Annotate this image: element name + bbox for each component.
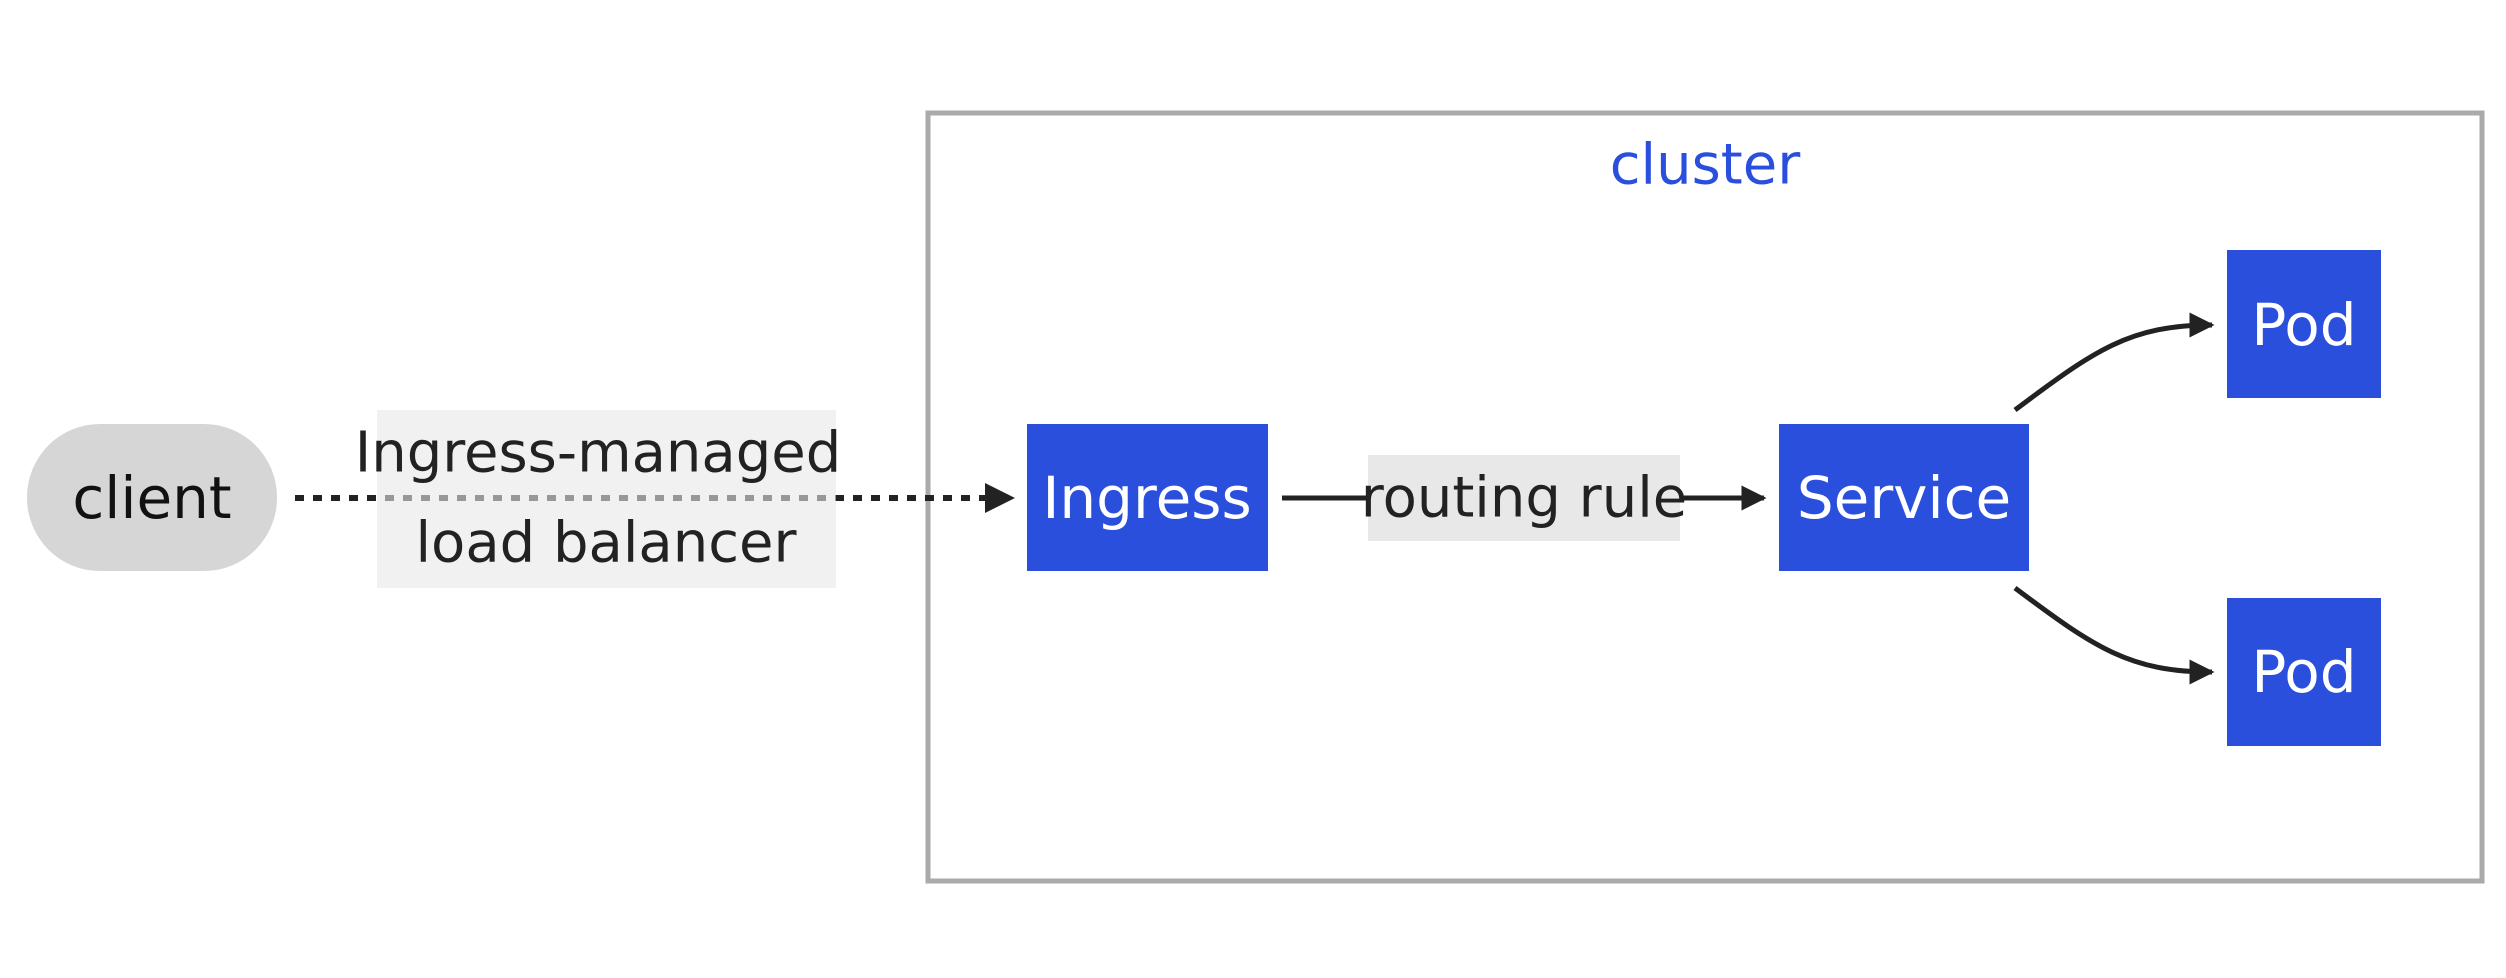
edge-label-bg	[1368, 455, 1680, 541]
ingress-shape	[1027, 424, 1268, 571]
node-ingress[interactable]: Ingress	[1027, 424, 1268, 571]
pod-top-shape	[2227, 250, 2381, 398]
node-client[interactable]: client	[27, 424, 277, 571]
edge-ingress-to-service: routing rule	[1282, 455, 1767, 541]
edge-service-to-pod-bottom	[2013, 585, 2215, 685]
ingress-label: Ingress	[1042, 464, 1251, 532]
edge-label-line1: Ingress-managed	[355, 421, 842, 486]
node-pod-bottom[interactable]: Pod	[2227, 598, 2381, 746]
pod-bottom-shape	[2227, 598, 2381, 746]
client-shape	[27, 424, 277, 571]
service-shape	[1779, 424, 2029, 571]
edge-service-to-pod-top	[2013, 312, 2215, 413]
edges-service-to-pods	[2013, 312, 2215, 685]
edge-label-routing-rule: routing rule	[1361, 466, 1687, 531]
pod-bottom-label: Pod	[2251, 638, 2356, 706]
node-service[interactable]: Service	[1779, 424, 2029, 571]
cluster-title: cluster	[1610, 133, 1801, 198]
edge-label-line2: load balancer	[416, 511, 798, 576]
node-pod-top[interactable]: Pod	[2227, 250, 2381, 398]
pod-top-label: Pod	[2251, 291, 2356, 359]
edge-client-to-ingress: Ingress-managed load balancer	[295, 410, 1015, 588]
service-label: Service	[1797, 464, 2011, 532]
edge-label-bg	[377, 410, 836, 588]
client-label: client	[72, 464, 231, 532]
